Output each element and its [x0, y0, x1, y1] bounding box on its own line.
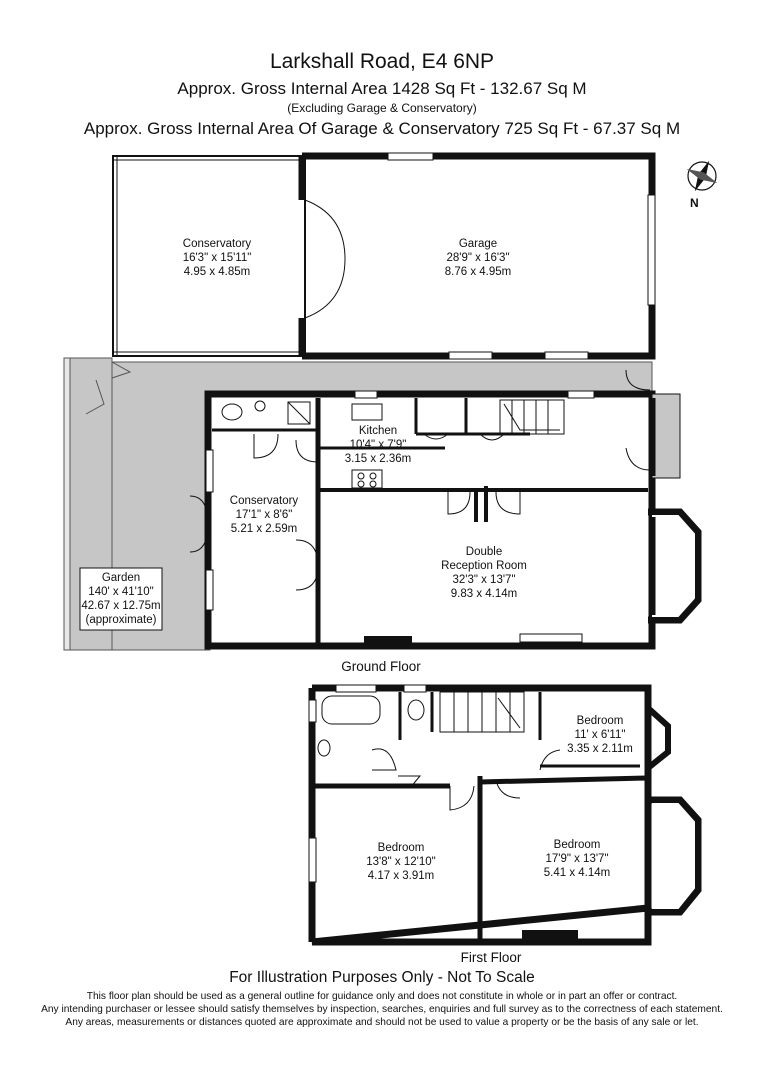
compass-icon [686, 160, 718, 192]
conservatory-side-label: Conservatory 17'1" x 8'6" 5.21 x 2.59m [230, 495, 299, 535]
svg-text:42.67 x 12.75m: 42.67 x 12.75m [81, 600, 160, 612]
svg-text:3.15 x 2.36m: 3.15 x 2.36m [345, 453, 411, 465]
svg-text:5.41 x 4.14m: 5.41 x 4.14m [544, 867, 610, 879]
garden-label: Garden 140' x 41'10" 42.67 x 12.75m (app… [81, 572, 160, 626]
reception-label: Double Reception Room 32'3" x 13'7" 9.83… [441, 546, 527, 600]
area-exclusion-note: (Excluding Garage & Conservatory) [287, 101, 477, 115]
fireplace-ground [364, 636, 412, 646]
garage-door-side [647, 194, 656, 306]
first-stairs [439, 691, 525, 733]
svg-text:140' x 41'10": 140' x 41'10" [88, 586, 153, 598]
gross-internal-area: Approx. Gross Internal Area 1428 Sq Ft -… [177, 79, 587, 98]
disclaimer-line-2: Any intending purchaser or lessee should… [41, 1004, 723, 1015]
garage-conservatory-area: Approx. Gross Internal Area Of Garage & … [83, 119, 681, 138]
conservatory-top-walls [112, 155, 306, 357]
disclaimer-line-1: This floor plan should be used as a gene… [86, 991, 678, 1002]
svg-text:Kitchen: Kitchen [359, 425, 397, 437]
first-floor-label: First Floor [461, 950, 522, 965]
svg-text:Double: Double [466, 546, 502, 558]
svg-text:Bedroom: Bedroom [554, 839, 601, 851]
svg-text:9.83 x 4.14m: 9.83 x 4.14m [451, 588, 517, 600]
garage-window-top [387, 152, 434, 161]
svg-text:11' x 6'11": 11' x 6'11" [575, 729, 626, 741]
fireplace-first [522, 930, 578, 942]
garden-label-box [79, 567, 163, 631]
conservatory-top-label: Conservatory 16'3" x 15'11" 4.95 x 4.85m [183, 238, 252, 278]
svg-text:Bedroom: Bedroom [378, 842, 425, 854]
svg-text:(approximate): (approximate) [86, 614, 157, 626]
svg-text:8.76 x 4.95m: 8.76 x 4.95m [445, 266, 511, 278]
bedroom-left-label: Bedroom 13'8" x 12'10" 4.17 x 3.91m [366, 842, 435, 882]
svg-text:17'9" x 13'7": 17'9" x 13'7" [545, 853, 608, 865]
svg-text:17'1" x 8'6": 17'1" x 8'6" [236, 509, 293, 521]
disclaimer-line-3: Any areas, measurements or distances quo… [65, 1017, 699, 1028]
ground-stairs [499, 399, 565, 435]
svg-text:5.21 x 2.59m: 5.21 x 2.59m [231, 523, 297, 535]
ground-floor-walls [204, 390, 656, 650]
garage-window-bottom-1 [448, 351, 493, 360]
svg-text:Bedroom: Bedroom [577, 715, 624, 727]
svg-text:4.17 x 3.91m: 4.17 x 3.91m [368, 870, 434, 882]
garage-window-bottom-2 [544, 351, 589, 360]
illustration-notice: For Illustration Purposes Only - Not To … [229, 969, 535, 986]
svg-text:Conservatory: Conservatory [183, 238, 252, 250]
ground-floor-label: Ground Floor [341, 659, 421, 674]
svg-text:28'9" x 16'3": 28'9" x 16'3" [446, 252, 509, 264]
svg-text:Reception Room: Reception Room [441, 560, 527, 572]
bedroom-right-label: Bedroom 17'9" x 13'7" 5.41 x 4.14m [544, 839, 610, 879]
plan-title: Larkshall Road, E4 6NP [269, 50, 495, 73]
compass-label: N [690, 196, 699, 210]
bedroom-small-label: Bedroom 11' x 6'11" 3.35 x 2.11m [567, 715, 633, 755]
svg-text:16'3" x 15'11": 16'3" x 15'11" [183, 252, 252, 264]
garage-label: Garage 28'9" x 16'3" 8.76 x 4.95m [445, 238, 511, 278]
svg-text:32'3" x 13'7": 32'3" x 13'7" [452, 574, 515, 586]
svg-text:Garden: Garden [102, 572, 140, 584]
svg-text:Conservatory: Conservatory [230, 495, 299, 507]
svg-text:13'8" x 12'10": 13'8" x 12'10" [366, 856, 435, 868]
svg-text:Garage: Garage [459, 238, 497, 250]
svg-text:4.95 x 4.85m: 4.95 x 4.85m [184, 266, 250, 278]
svg-text:3.35 x 2.11m: 3.35 x 2.11m [567, 743, 633, 755]
svg-text:10'4" x 7'9": 10'4" x 7'9" [350, 439, 407, 451]
kitchen-label: Kitchen 10'4" x 7'9" 3.15 x 2.36m [345, 425, 411, 465]
